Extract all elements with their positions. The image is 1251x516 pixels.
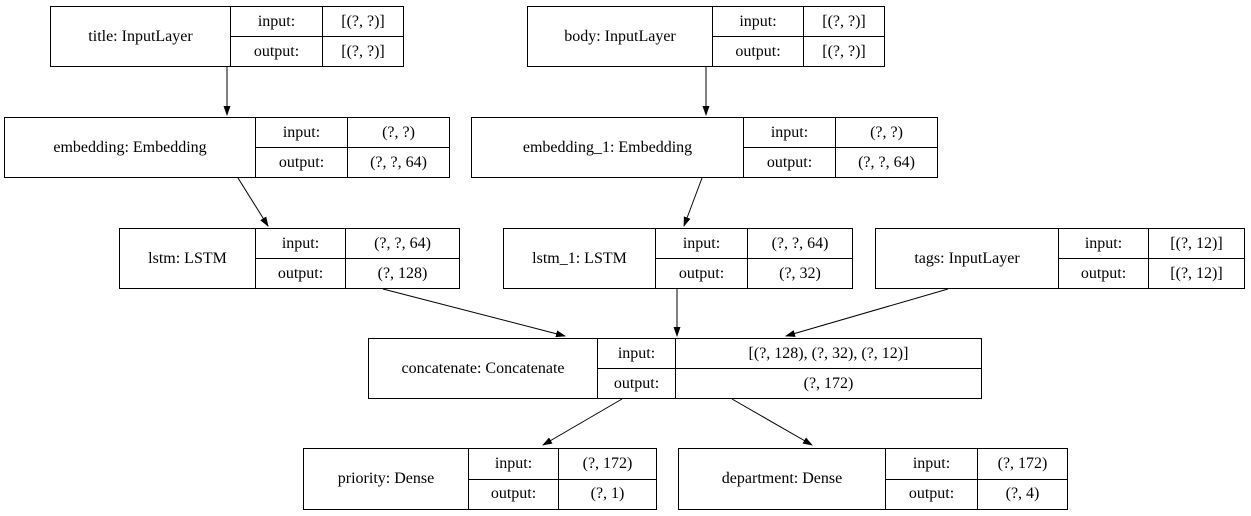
edge-embedding-lstm <box>237 177 269 227</box>
layer-title: body: InputLayer <box>528 7 713 66</box>
output-shape: [(?, 12)] <box>1170 264 1223 282</box>
input-key: input: <box>469 449 558 480</box>
output-key: output: <box>735 42 781 60</box>
input-shape: [(?, ?)] <box>323 7 403 37</box>
layer-title: priority: Dense <box>304 449 469 509</box>
input-shape: (?, ?) <box>836 118 937 148</box>
input-key: input: <box>256 118 347 148</box>
output-shape: (?, 1) <box>590 485 625 503</box>
output-shape: (?, 172) <box>803 374 854 392</box>
input-shape: (?, 172) <box>978 449 1067 480</box>
output-key: output: <box>1080 264 1127 282</box>
layer-node-embedding: embedding: Embedding input: output: (?, … <box>4 117 450 178</box>
output-shape: [(?, ?)] <box>341 42 385 60</box>
input-key: input: <box>1059 229 1148 259</box>
output-key: output: <box>908 485 955 503</box>
output-key: output: <box>613 374 660 392</box>
input-shape: [(?, 128), (?, 32), (?, 12)] <box>676 339 981 369</box>
input-key: input: <box>256 229 345 259</box>
input-key: input: <box>886 449 977 480</box>
edge-concatenate-department <box>731 398 813 446</box>
edge-embedding_1-lstm_1 <box>683 177 703 227</box>
layer-title: lstm: LSTM <box>120 229 256 288</box>
output-key: output: <box>253 42 300 60</box>
input-shape: (?, ?, 64) <box>346 229 459 259</box>
layer-node-priority: priority: Dense input: output: (?, 172) … <box>303 448 657 510</box>
edge-lstm-concatenate <box>382 288 566 338</box>
edge-concatenate-priority <box>542 398 623 446</box>
output-key: output: <box>766 153 813 171</box>
output-shape: (?, ?, 64) <box>858 153 915 171</box>
layer-node-body: body: InputLayer input: output: [(?, ?)]… <box>527 6 885 67</box>
output-key: output: <box>278 153 325 171</box>
layer-title: tags: InputLayer <box>876 229 1059 288</box>
input-shape: (?, 172) <box>559 449 656 480</box>
layer-title: concatenate: Concatenate <box>369 339 598 398</box>
input-key: input: <box>744 118 835 148</box>
layer-node-tags: tags: InputLayer input: output: [(?, 12)… <box>875 228 1245 289</box>
layer-node-title: title: InputLayer input: output: [(?, ?)… <box>50 6 404 67</box>
input-shape: (?, ?) <box>348 118 449 148</box>
input-key: input: <box>231 7 322 37</box>
layer-title: title: InputLayer <box>51 7 231 66</box>
output-shape: (?, 128) <box>377 264 428 282</box>
input-shape: (?, ?, 64) <box>748 229 852 259</box>
output-shape: [(?, ?)] <box>822 42 866 60</box>
layer-node-concatenate: concatenate: Concatenate input: output: … <box>368 338 982 399</box>
output-shape: (?, 4) <box>1005 485 1040 503</box>
layer-node-department: department: Dense input: output: (?, 172… <box>678 448 1068 510</box>
layer-title: embedding: Embedding <box>5 118 256 177</box>
input-key: input: <box>598 339 675 369</box>
layer-node-lstm_1: lstm_1: LSTM input: output: (?, ?, 64) (… <box>503 228 853 289</box>
input-key: input: <box>656 229 747 259</box>
output-shape: (?, 32) <box>779 264 821 282</box>
layer-node-lstm: lstm: LSTM input: output: (?, ?, 64) (?,… <box>119 228 460 289</box>
output-shape: (?, ?, 64) <box>370 153 427 171</box>
input-key: input: <box>713 7 803 37</box>
edge-tags-concatenate <box>785 288 949 337</box>
output-key: output: <box>678 264 725 282</box>
output-key: output: <box>277 264 324 282</box>
output-key: output: <box>490 485 537 503</box>
input-shape: [(?, 12)] <box>1149 229 1244 259</box>
layer-title: embedding_1: Embedding <box>472 118 744 177</box>
layer-title: lstm_1: LSTM <box>504 229 656 288</box>
layer-title: department: Dense <box>679 449 886 509</box>
input-shape: [(?, ?)] <box>804 7 884 37</box>
layer-node-embedding_1: embedding_1: Embedding input: output: (?… <box>471 117 938 178</box>
